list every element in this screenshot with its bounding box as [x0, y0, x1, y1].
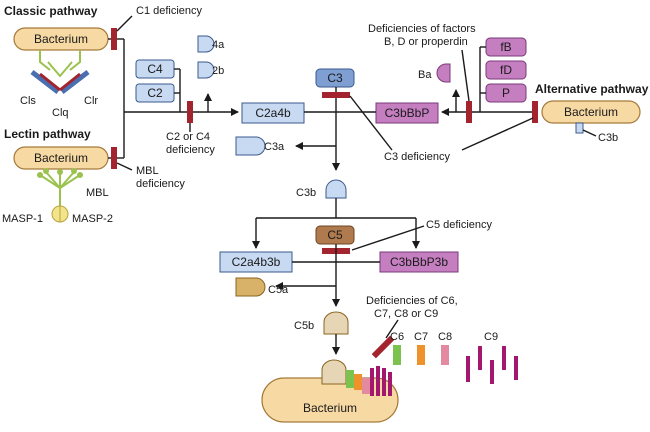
svg-text:2b: 2b	[212, 65, 224, 77]
svg-text:C2a4b: C2a4b	[255, 106, 291, 120]
svg-text:fD: fD	[500, 63, 512, 77]
c9-rect-4	[502, 346, 506, 370]
masp2-label: MASP-2	[72, 213, 113, 225]
svg-text:4a: 4a	[212, 39, 225, 51]
alternative-pathway-title: Alternative pathway	[535, 82, 649, 96]
lectin-bacterium: Bacterium	[13, 146, 109, 170]
svg-text:C6: C6	[390, 331, 404, 343]
svg-text:C3b: C3b	[296, 187, 316, 199]
c3-deficiency-bar	[322, 92, 350, 98]
svg-text:Bacterium: Bacterium	[564, 105, 618, 119]
svg-text:C5a: C5a	[268, 284, 289, 296]
svg-text:C7: C7	[414, 331, 428, 343]
c1-complex-icon	[30, 50, 90, 94]
c3bbbp-box	[375, 102, 439, 124]
factors-deficiency-label-2: B, D or properdin	[384, 36, 468, 48]
alternative-deficiency-bar	[532, 101, 538, 123]
c2b-fragment	[197, 61, 215, 79]
c4a-fragment	[197, 35, 215, 53]
mbl-deficiency-label-2: deficiency	[136, 178, 185, 190]
factors-deficiency-bar	[466, 101, 472, 123]
svg-text:C8: C8	[438, 331, 452, 343]
svg-text:Ba: Ba	[418, 69, 432, 81]
svg-text:C3: C3	[327, 71, 343, 85]
cls-label: Cls	[20, 95, 36, 107]
c7-rect	[417, 345, 425, 365]
membrane-attack-complex	[321, 359, 392, 396]
svg-text:C2: C2	[147, 86, 163, 100]
c3b-fragment	[325, 179, 347, 199]
c3-deficiency-label: C3 deficiency	[384, 151, 451, 163]
c1-deficiency-bar	[111, 28, 117, 50]
svg-text:Bacterium: Bacterium	[34, 32, 88, 46]
c5-box	[315, 225, 355, 245]
c5b-fragment	[323, 311, 349, 335]
svg-text:Bacterium: Bacterium	[34, 151, 88, 165]
c2a4b-box	[241, 102, 305, 124]
c2c4-deficiency-label-2: deficiency	[166, 144, 215, 156]
svg-text:C5b: C5b	[294, 320, 314, 332]
svg-text:C4: C4	[147, 62, 163, 76]
clr-label: Clr	[84, 95, 98, 107]
svg-text:C9: C9	[484, 331, 498, 343]
c9-rect-1	[466, 356, 470, 382]
c2c4-deficiency-bar	[187, 101, 193, 123]
svg-text:fB: fB	[500, 40, 511, 54]
mbl-deficiency-label-1: MBL	[136, 165, 159, 177]
mbl-deficiency-bar	[111, 147, 117, 169]
svg-text:P: P	[502, 86, 510, 100]
c9-rect-2	[478, 346, 482, 370]
c5-deficiency-label: C5 deficiency	[426, 219, 493, 231]
lectin-pathway-title: Lectin pathway	[4, 127, 91, 141]
mbl-icon	[37, 168, 83, 223]
c3a-fragment	[235, 136, 266, 156]
c1-deficiency-label: C1 deficiency	[136, 5, 203, 17]
c2c4-deficiency-label-1: C2 or C4	[166, 131, 210, 143]
c5a-fragment	[235, 277, 266, 297]
factors-deficiency-label-1: Deficiencies of factors	[368, 23, 476, 35]
late-deficiency-bar	[371, 335, 395, 359]
svg-text:C3b: C3b	[598, 132, 618, 144]
svg-text:C3bBbP3b: C3bBbP3b	[390, 255, 448, 269]
c3b-bound-alt	[575, 122, 584, 134]
late-deficiency-label-2: C7, C8 or C9	[374, 308, 438, 320]
c9-rect-3	[490, 360, 494, 384]
svg-text:C2a4b3b: C2a4b3b	[232, 255, 281, 269]
c8-rect	[441, 345, 449, 365]
svg-text:C3bBbP: C3bBbP	[385, 106, 430, 120]
svg-text:C3a: C3a	[264, 141, 285, 153]
late-deficiency-label-1: Deficiencies of C6,	[366, 295, 458, 307]
svg-text:C5: C5	[327, 228, 343, 242]
clq-label: Clq	[52, 107, 69, 119]
c6-rect	[393, 345, 401, 365]
ba-fragment	[436, 63, 451, 83]
fD-box	[485, 60, 527, 80]
c3-box	[315, 68, 355, 88]
masp1-label: MASP-1	[2, 213, 43, 225]
classic-pathway-title: Classic pathway	[4, 4, 98, 18]
c9-rect-5	[514, 356, 518, 380]
svg-text:Bacterium: Bacterium	[303, 401, 357, 415]
mbl-label: MBL	[86, 187, 109, 199]
classic-bacterium: Bacterium	[13, 27, 109, 51]
alternative-bacterium: Bacterium	[541, 100, 641, 124]
